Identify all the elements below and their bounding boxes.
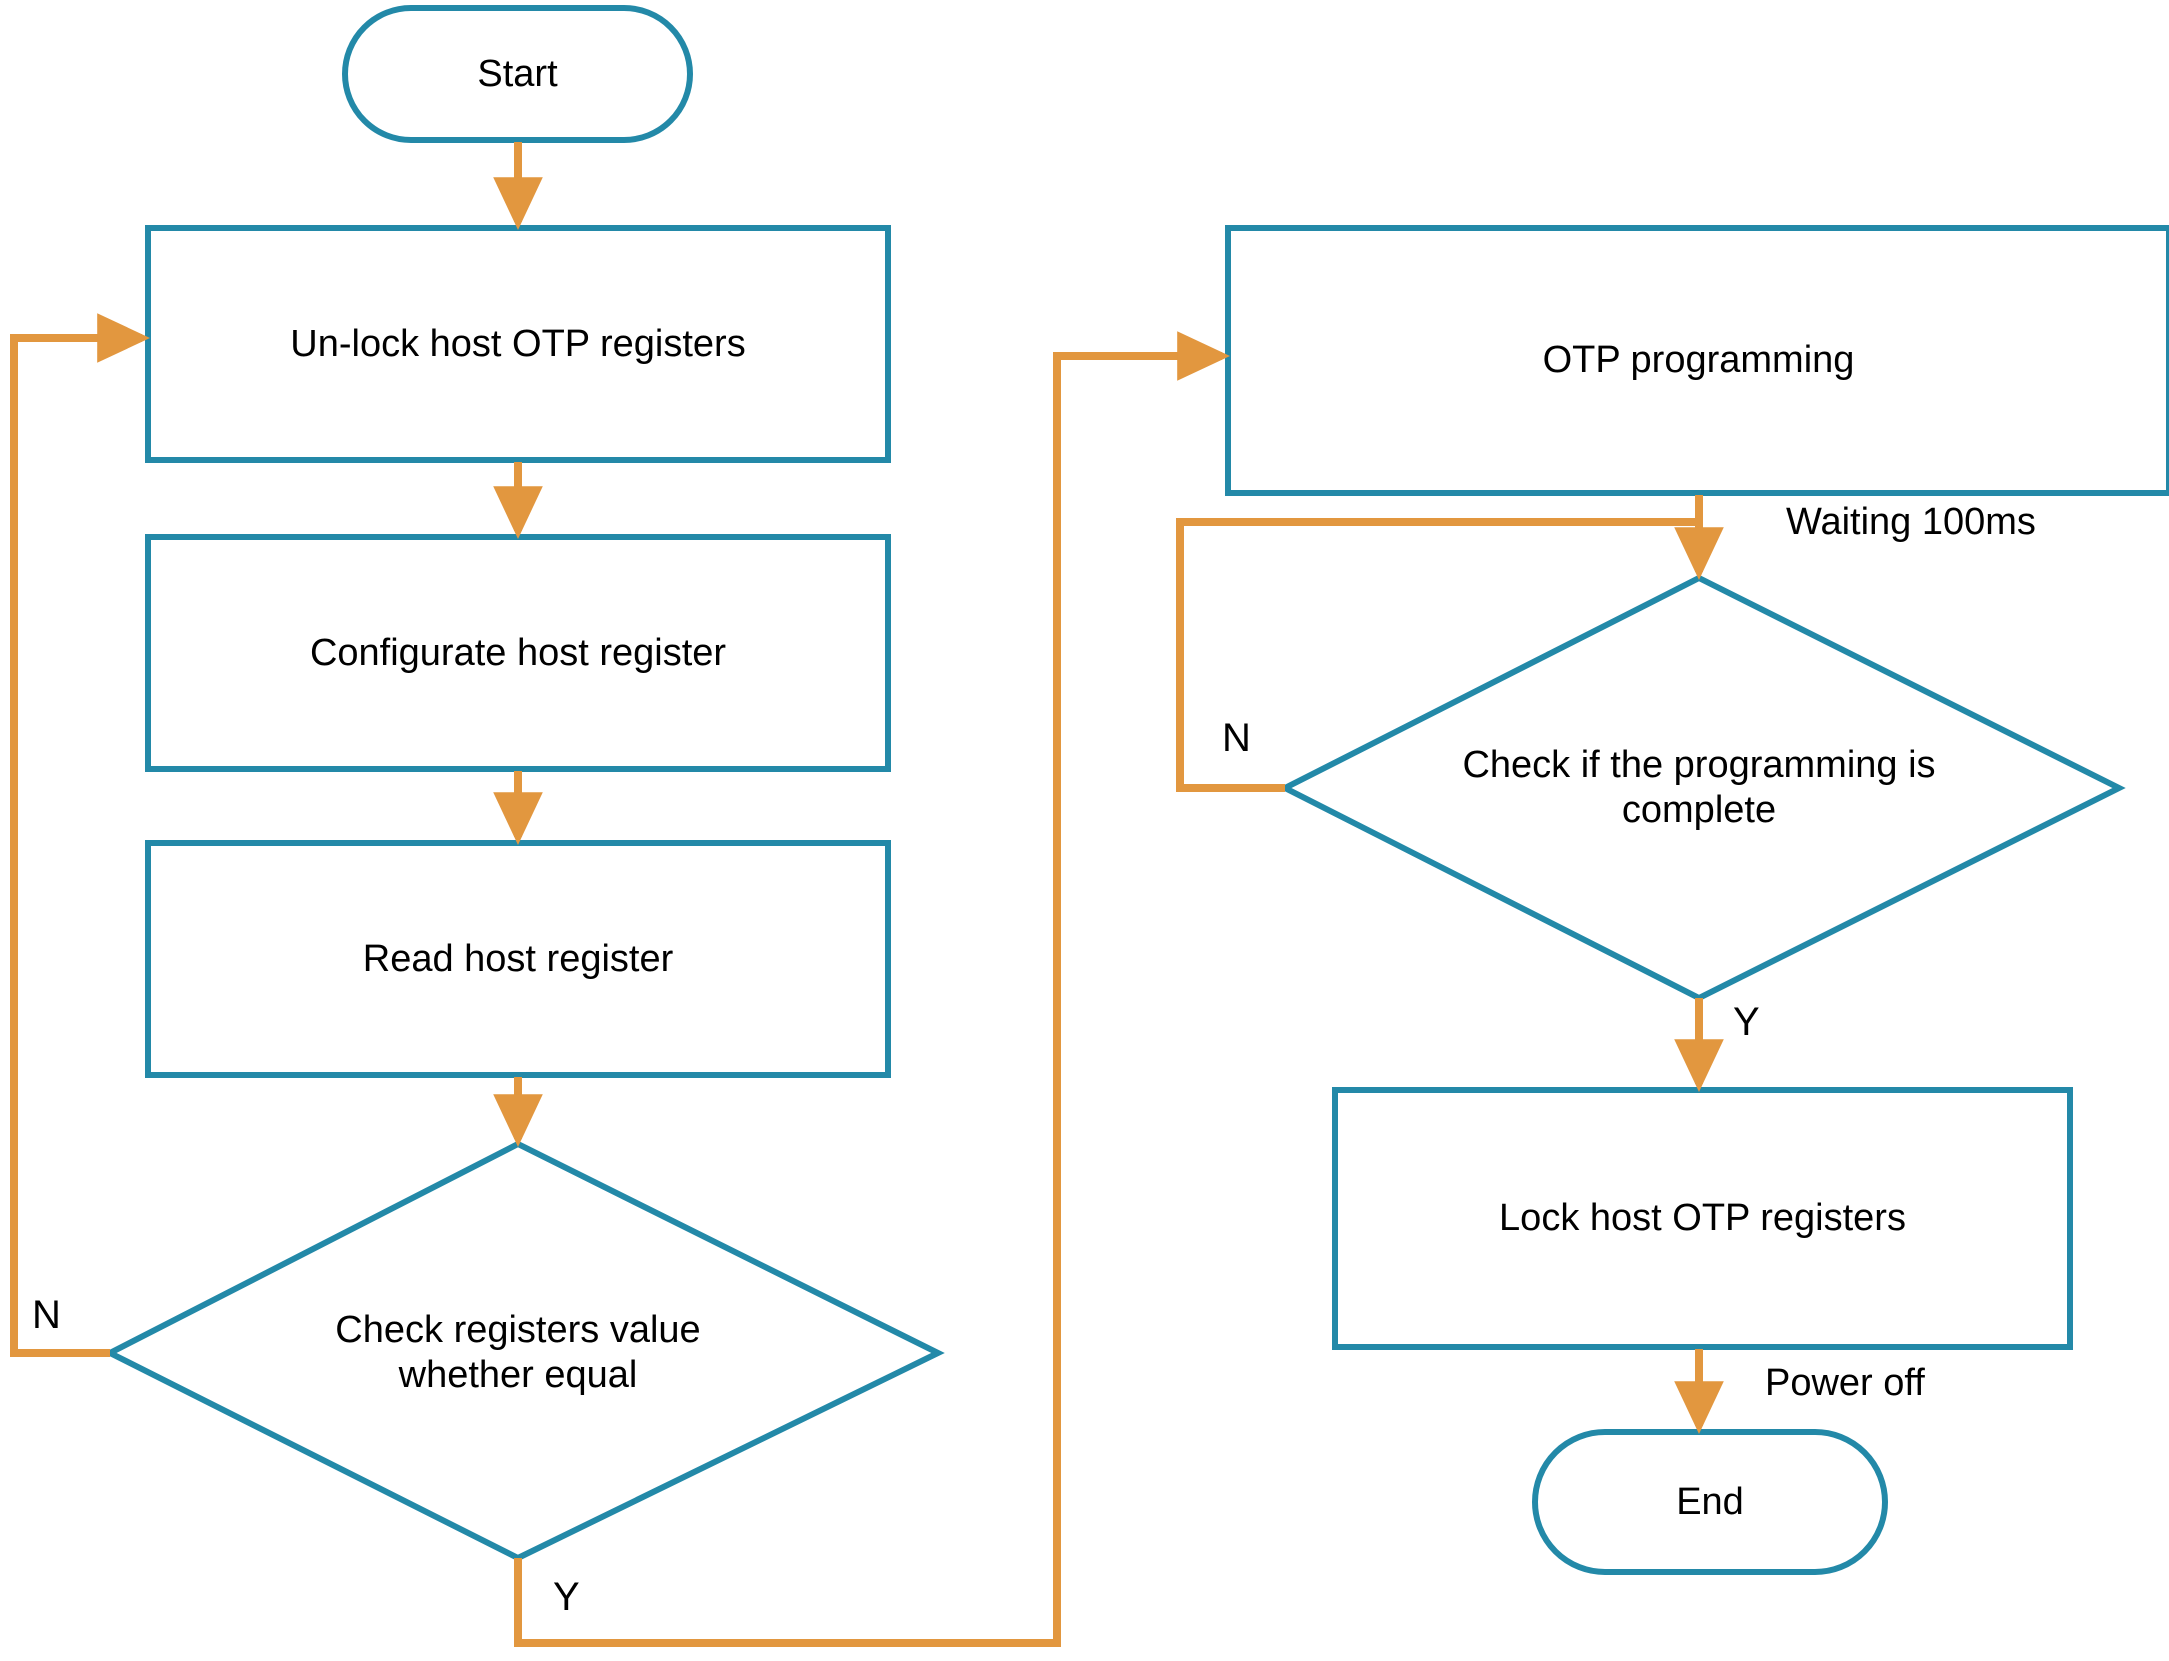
node-start-shape[interactable] — [342, 5, 693, 143]
node-otp-programming-shape[interactable] — [1225, 225, 2169, 496]
node-check-done-shape[interactable] — [1278, 574, 2126, 1002]
node-unlock-shape[interactable] — [145, 225, 891, 463]
node-read-shape[interactable] — [145, 840, 891, 1078]
node-check-equal-shape[interactable] — [103, 1140, 945, 1562]
edge-check-done-no-loop — [1176, 518, 1699, 792]
edge-check-equal-yes-to-otp — [514, 331, 1230, 1647]
node-configurate-shape[interactable] — [145, 534, 891, 772]
node-end-shape[interactable] — [1532, 1429, 1888, 1575]
node-lock-shape[interactable] — [1332, 1087, 2073, 1350]
edge-check-equal-no-loop — [10, 313, 150, 1357]
